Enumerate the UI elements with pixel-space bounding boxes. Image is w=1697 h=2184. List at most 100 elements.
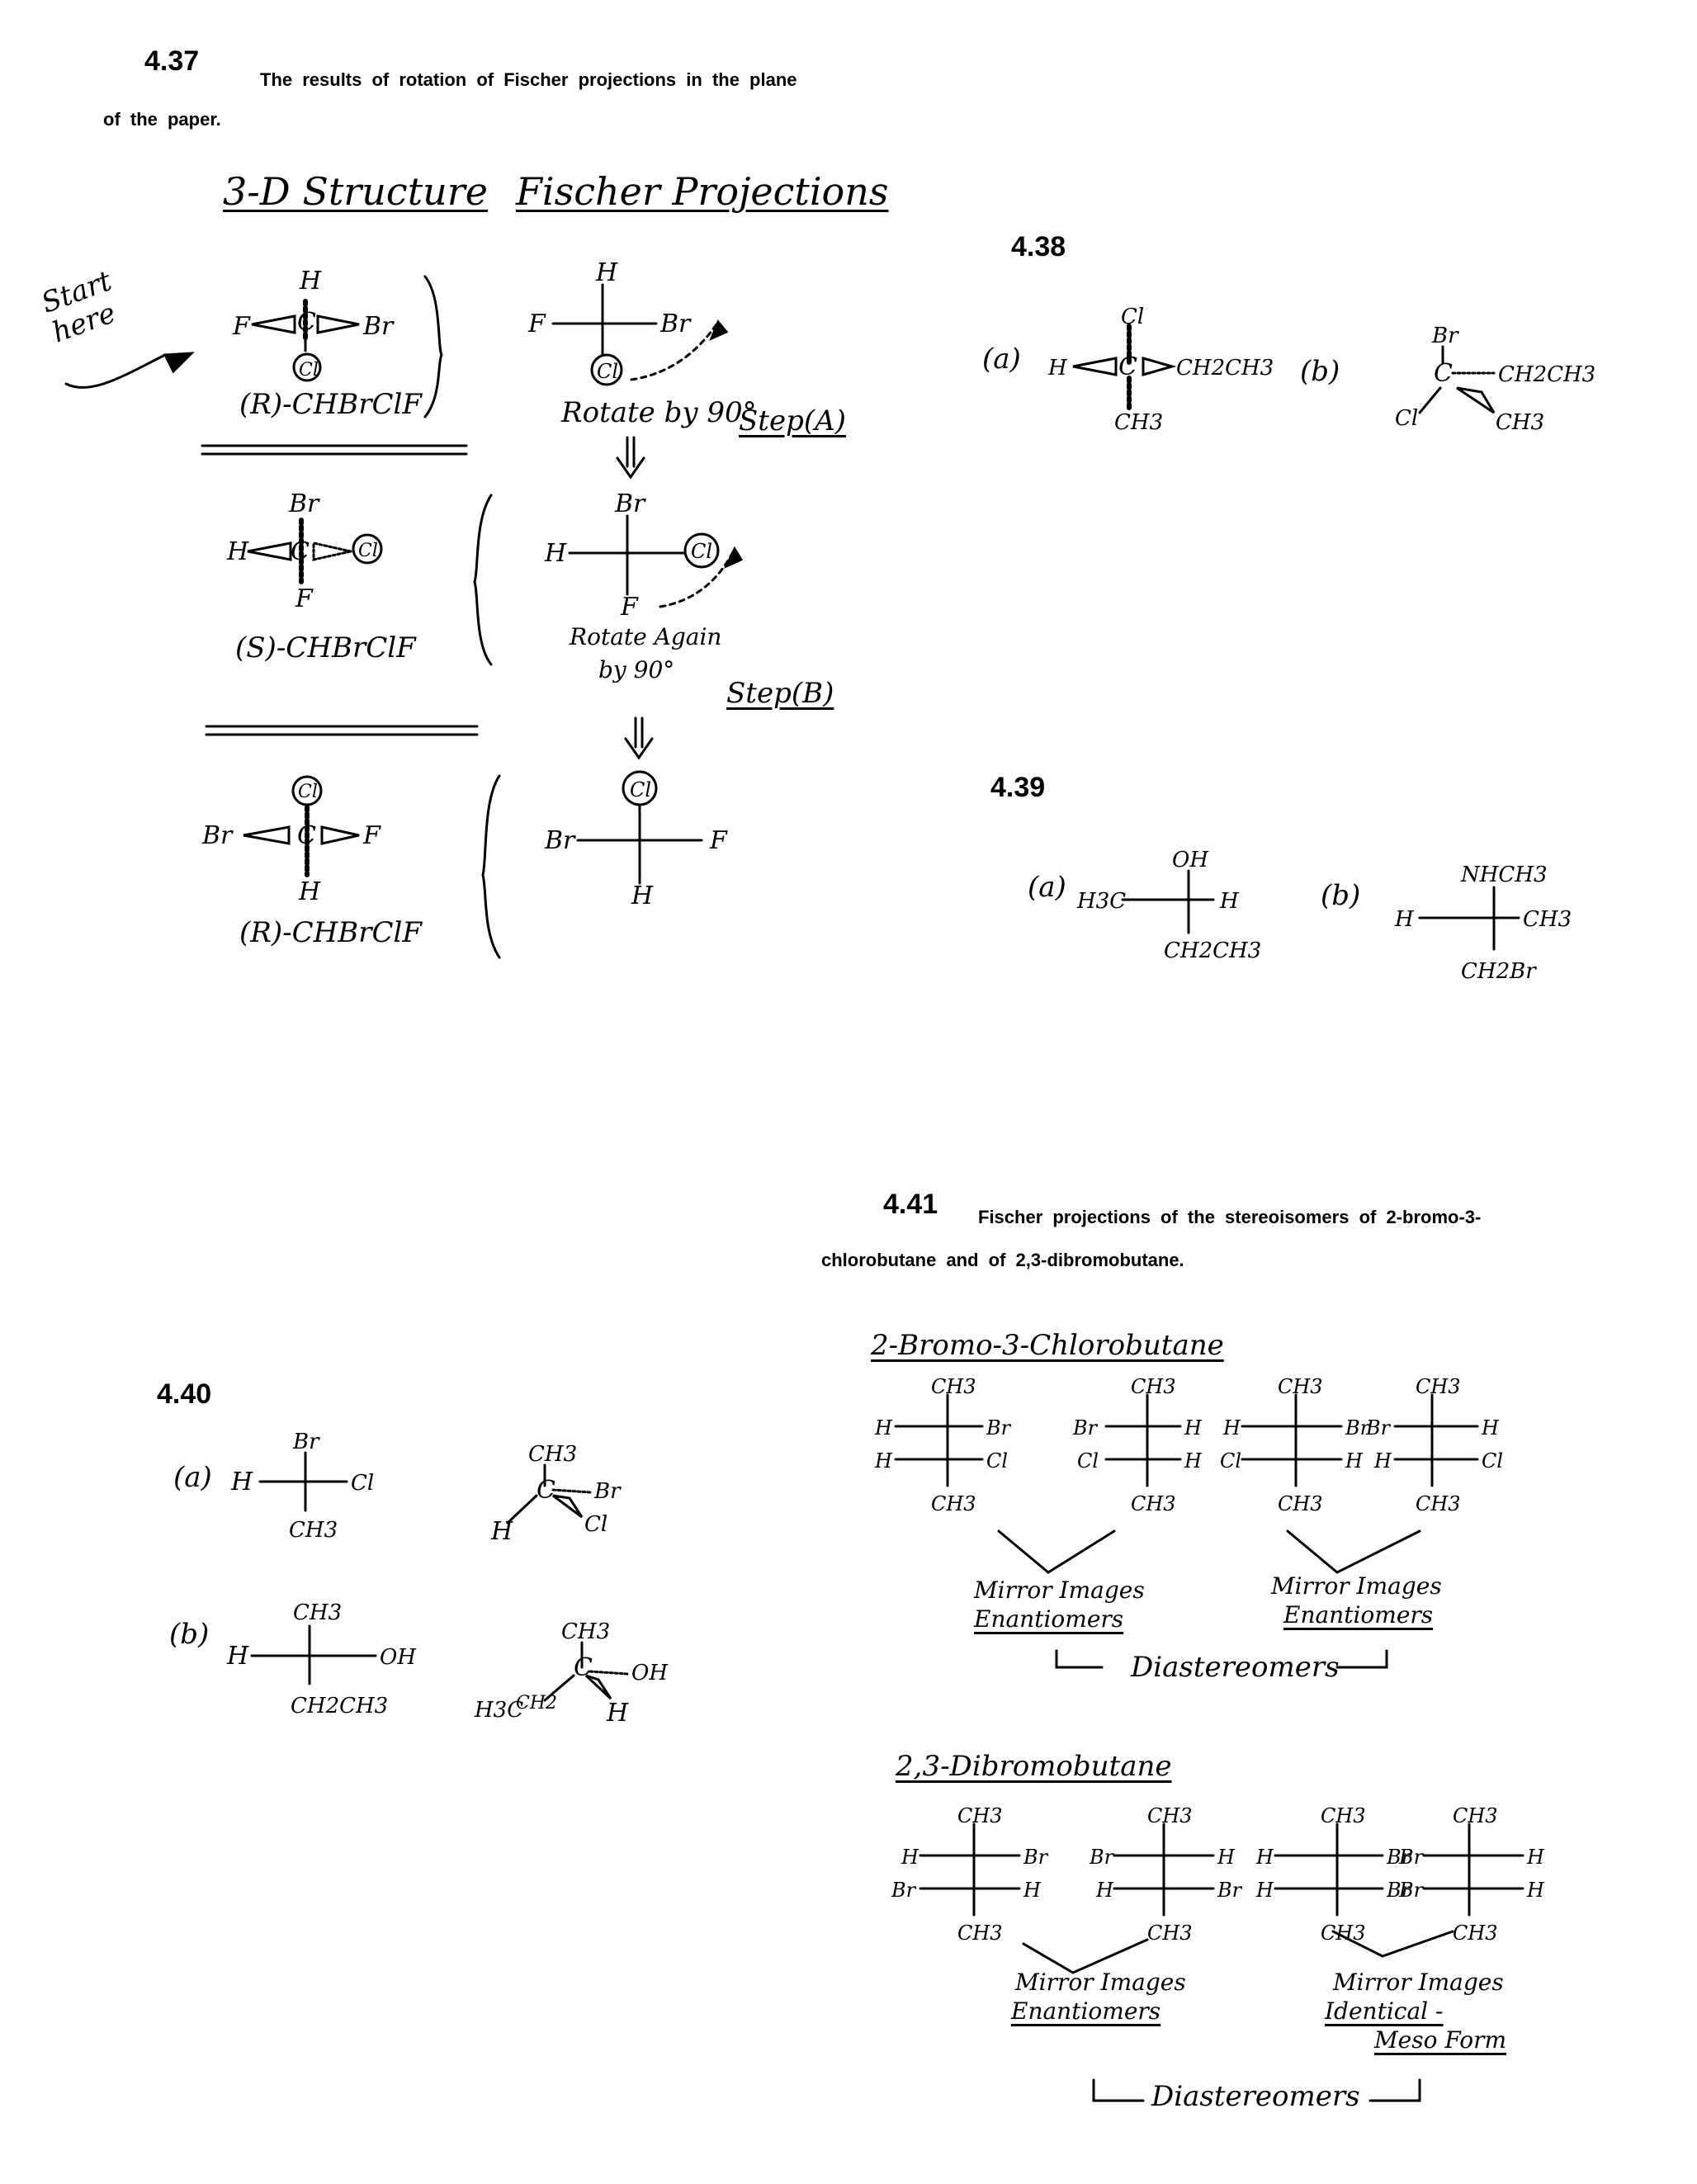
svg-text:CH3: CH3 xyxy=(1114,410,1163,435)
svg-text:CH3: CH3 xyxy=(1321,1804,1366,1827)
svg-text:CH2CH3: CH2CH3 xyxy=(1176,356,1274,381)
svg-text:F: F xyxy=(232,312,251,341)
svg-text:C: C xyxy=(297,308,316,337)
svg-text:Br: Br xyxy=(1398,1846,1425,1869)
svg-text:Cl: Cl xyxy=(1220,1449,1241,1473)
label-identical: Identical - xyxy=(1325,1997,1444,2025)
start-arrow-curve xyxy=(64,353,167,389)
label-rotate-90-a: Rotate by 90° xyxy=(561,396,757,429)
svg-text:Br: Br xyxy=(362,312,395,341)
svg-text:Cl: Cl xyxy=(1121,305,1144,329)
svg-text:Br: Br xyxy=(1089,1846,1115,1869)
svg-text:Br: Br xyxy=(288,489,320,518)
svg-text:F: F xyxy=(620,593,639,622)
part-a-4-39: (a) xyxy=(1028,871,1066,904)
svg-text:CH3: CH3 xyxy=(957,1804,1003,1827)
svg-text:Cl: Cl xyxy=(1395,406,1418,431)
svg-text:H: H xyxy=(1023,1879,1042,1902)
svg-text:H: H xyxy=(1222,1416,1241,1439)
svg-text:Br: Br xyxy=(891,1879,917,1902)
label-meso-form: Meso Form xyxy=(1374,2026,1507,2054)
svg-text:CH3: CH3 xyxy=(1278,1492,1323,1515)
label-r-chbrclf-1: (R)-CHBrClF xyxy=(239,388,422,421)
part-b-4-40: (b) xyxy=(169,1618,210,1651)
svg-text:Cl: Cl xyxy=(299,360,319,381)
svg-text:H: H xyxy=(874,1416,893,1439)
brace-r3 xyxy=(481,774,501,959)
svg-text:Br: Br xyxy=(593,1479,622,1504)
svg-text:H: H xyxy=(606,1699,629,1728)
svg-text:H: H xyxy=(1526,1846,1545,1869)
problem-number-4-37: 4.37 xyxy=(144,45,200,77)
svg-text:H: H xyxy=(595,258,618,287)
problem-number-4-39: 4.39 xyxy=(990,772,1046,803)
svg-text:H: H xyxy=(900,1846,919,1869)
svg-text:CH3: CH3 xyxy=(1523,907,1572,932)
svg-text:Br: Br xyxy=(1386,1879,1412,1902)
label-rotate-again-1: Rotate Again xyxy=(570,623,722,650)
svg-text:CH2CH3: CH2CH3 xyxy=(291,1694,388,1718)
svg-text:C: C xyxy=(291,537,310,566)
svg-text:H: H xyxy=(230,1468,253,1496)
svg-text:Br: Br xyxy=(292,1430,320,1454)
svg-text:Br: Br xyxy=(1365,1416,1392,1439)
svg-text:CH3: CH3 xyxy=(1131,1492,1176,1515)
svg-text:H3C: H3C xyxy=(474,1698,523,1723)
atom-h: H xyxy=(299,267,322,295)
svg-text:F: F xyxy=(527,310,546,338)
label-diastereomers-2: Diastereomers xyxy=(1151,2080,1360,2113)
svg-text:OH: OH xyxy=(631,1661,669,1685)
caption-4-37-line1: The results of rotation of Fischer proje… xyxy=(260,69,797,90)
svg-text:Cl: Cl xyxy=(358,541,378,561)
svg-text:C: C xyxy=(1118,352,1137,381)
label-step-b: Step(B) xyxy=(726,677,834,710)
svg-text:H: H xyxy=(1184,1416,1203,1439)
label-enantiomers-3: Enantiomers xyxy=(1011,1997,1161,2025)
caption-4-41-line1: Fischer projections of the stereoisomers… xyxy=(978,1207,1482,1227)
svg-text:H: H xyxy=(1255,1879,1274,1902)
svg-text:Cl: Cl xyxy=(1077,1449,1099,1473)
svg-text:H3C: H3C xyxy=(1076,889,1126,914)
svg-text:Br: Br xyxy=(201,821,234,850)
svg-text:Br: Br xyxy=(1345,1416,1371,1439)
svg-text:Cl: Cl xyxy=(986,1449,1008,1473)
svg-text:H: H xyxy=(1095,1879,1114,1902)
svg-text:CH3: CH3 xyxy=(931,1492,976,1515)
svg-text:CH3: CH3 xyxy=(561,1619,610,1644)
svg-text:Cl: Cl xyxy=(630,778,651,801)
svg-text:CH3: CH3 xyxy=(1321,1922,1366,1945)
start-arrow-head xyxy=(163,352,195,374)
label-r-chbrclf-2: (R)-CHBrClF xyxy=(239,916,422,949)
problem-number-4-40: 4.40 xyxy=(157,1378,212,1410)
svg-text:Br: Br xyxy=(1072,1416,1099,1439)
svg-text:H: H xyxy=(1184,1449,1203,1473)
label-mirror-images-1: Mirror Images xyxy=(974,1577,1145,1604)
svg-text:CH3: CH3 xyxy=(931,1375,976,1398)
svg-text:Br: Br xyxy=(1431,324,1459,348)
svg-text:Br: Br xyxy=(1217,1879,1243,1902)
svg-text:F: F xyxy=(709,826,728,855)
problem-number-4-38: 4.38 xyxy=(1011,231,1066,262)
svg-text:H: H xyxy=(1255,1846,1274,1869)
svg-text:C: C xyxy=(537,1476,555,1505)
part-a-4-38: (a) xyxy=(982,343,1021,376)
svg-text:H: H xyxy=(1394,907,1415,932)
svg-text:Br: Br xyxy=(986,1416,1012,1439)
svg-text:CH3: CH3 xyxy=(957,1922,1003,1945)
svg-text:CH3: CH3 xyxy=(1147,1922,1193,1945)
svg-text:CH3: CH3 xyxy=(1453,1804,1498,1827)
svg-text:CH3: CH3 xyxy=(1131,1375,1176,1398)
svg-text:OH: OH xyxy=(380,1645,417,1670)
title-2-3-dibromobutane: 2,3-Dibromobutane xyxy=(896,1750,1172,1783)
svg-text:H: H xyxy=(544,539,567,568)
cl-circle-r1 xyxy=(292,352,322,382)
label-mirror-images-3: Mirror Images xyxy=(1015,1969,1186,1996)
svg-text:F: F xyxy=(362,821,381,850)
svg-text:CH2Br: CH2Br xyxy=(1461,959,1537,984)
svg-text:CH3: CH3 xyxy=(528,1442,577,1467)
svg-text:CH3: CH3 xyxy=(1147,1804,1193,1827)
label-diastereomers-1: Diastereomers xyxy=(1131,1651,1340,1684)
label-enantiomers-1: Enantiomers xyxy=(974,1605,1124,1633)
brace-r1 xyxy=(423,275,443,418)
